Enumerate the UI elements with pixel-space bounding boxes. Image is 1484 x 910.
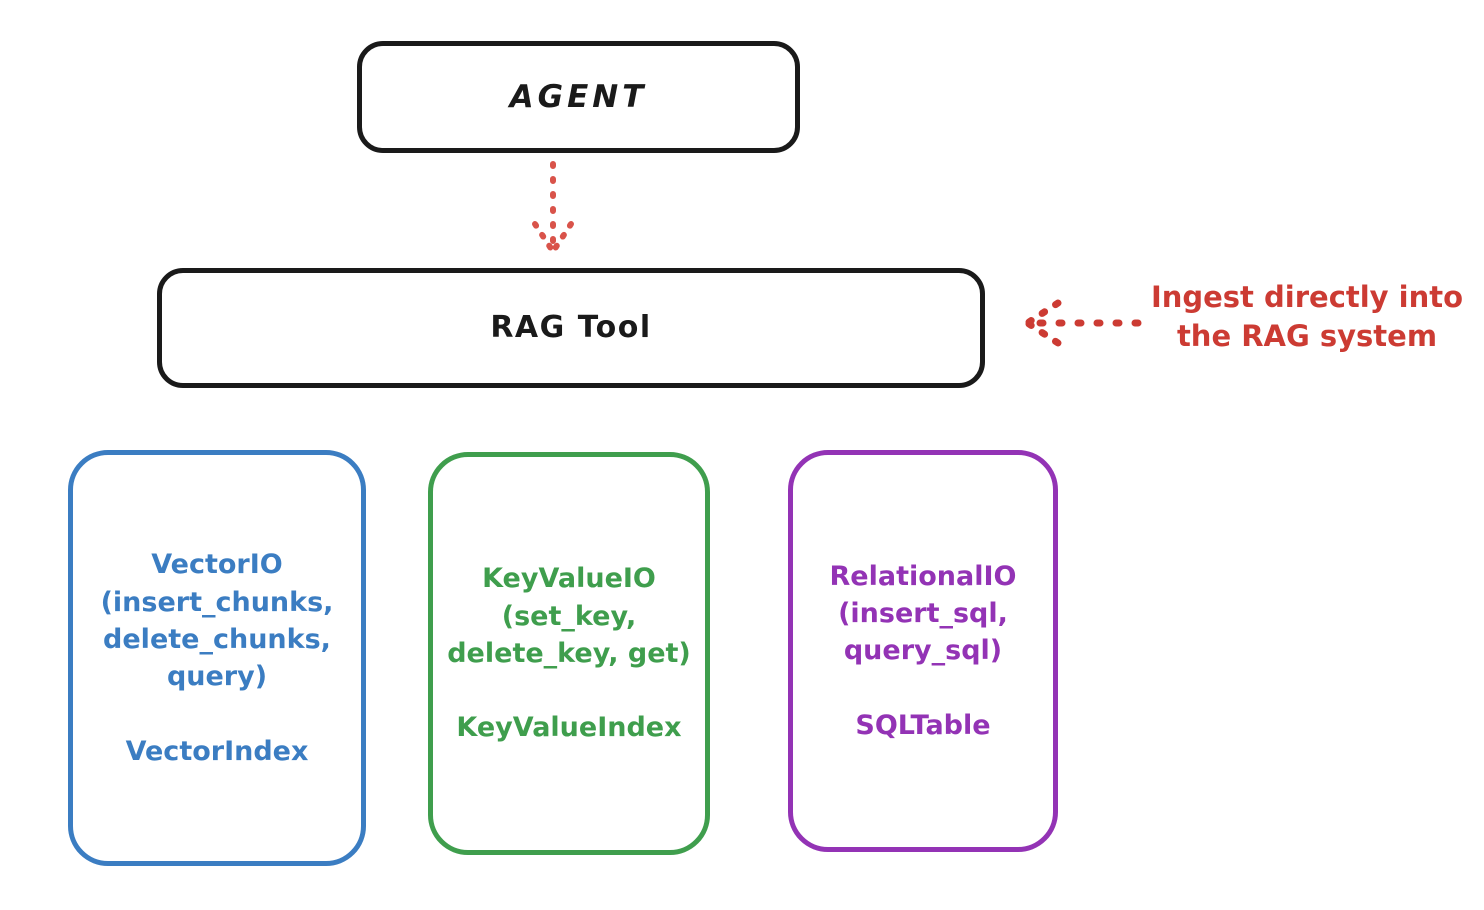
key-value-io-node[interactable]: KeyValueIO (set_key, delete_key, get) Ke… [428, 452, 710, 855]
ingest-dotted-arrow-icon [1025, 299, 1142, 347]
relational-io-node-label: RelationalIO (insert_sql, query_sql) SQL… [829, 560, 1017, 741]
vector-io-node[interactable]: VectorIO (insert_chunks, delete_chunks, … [68, 450, 366, 866]
agent-node-label: AGENT [509, 78, 648, 115]
relational-io-node[interactable]: RelationalIO (insert_sql, query_sql) SQL… [788, 450, 1058, 852]
rag-tool-node[interactable]: RAG Tool [157, 268, 985, 388]
agent-to-rag-tool-dotted-arrow-icon [532, 161, 574, 253]
rag-tool-node-label: RAG Tool [490, 310, 652, 346]
ingest-annotation-text: Ingest directly into the RAG system [1150, 280, 1464, 353]
key-value-io-node-label: KeyValueIO (set_key, delete_key, get) Ke… [447, 563, 691, 744]
agent-node[interactable]: AGENT [357, 41, 800, 153]
vector-io-node-label: VectorIO (insert_chunks, delete_chunks, … [100, 549, 334, 767]
